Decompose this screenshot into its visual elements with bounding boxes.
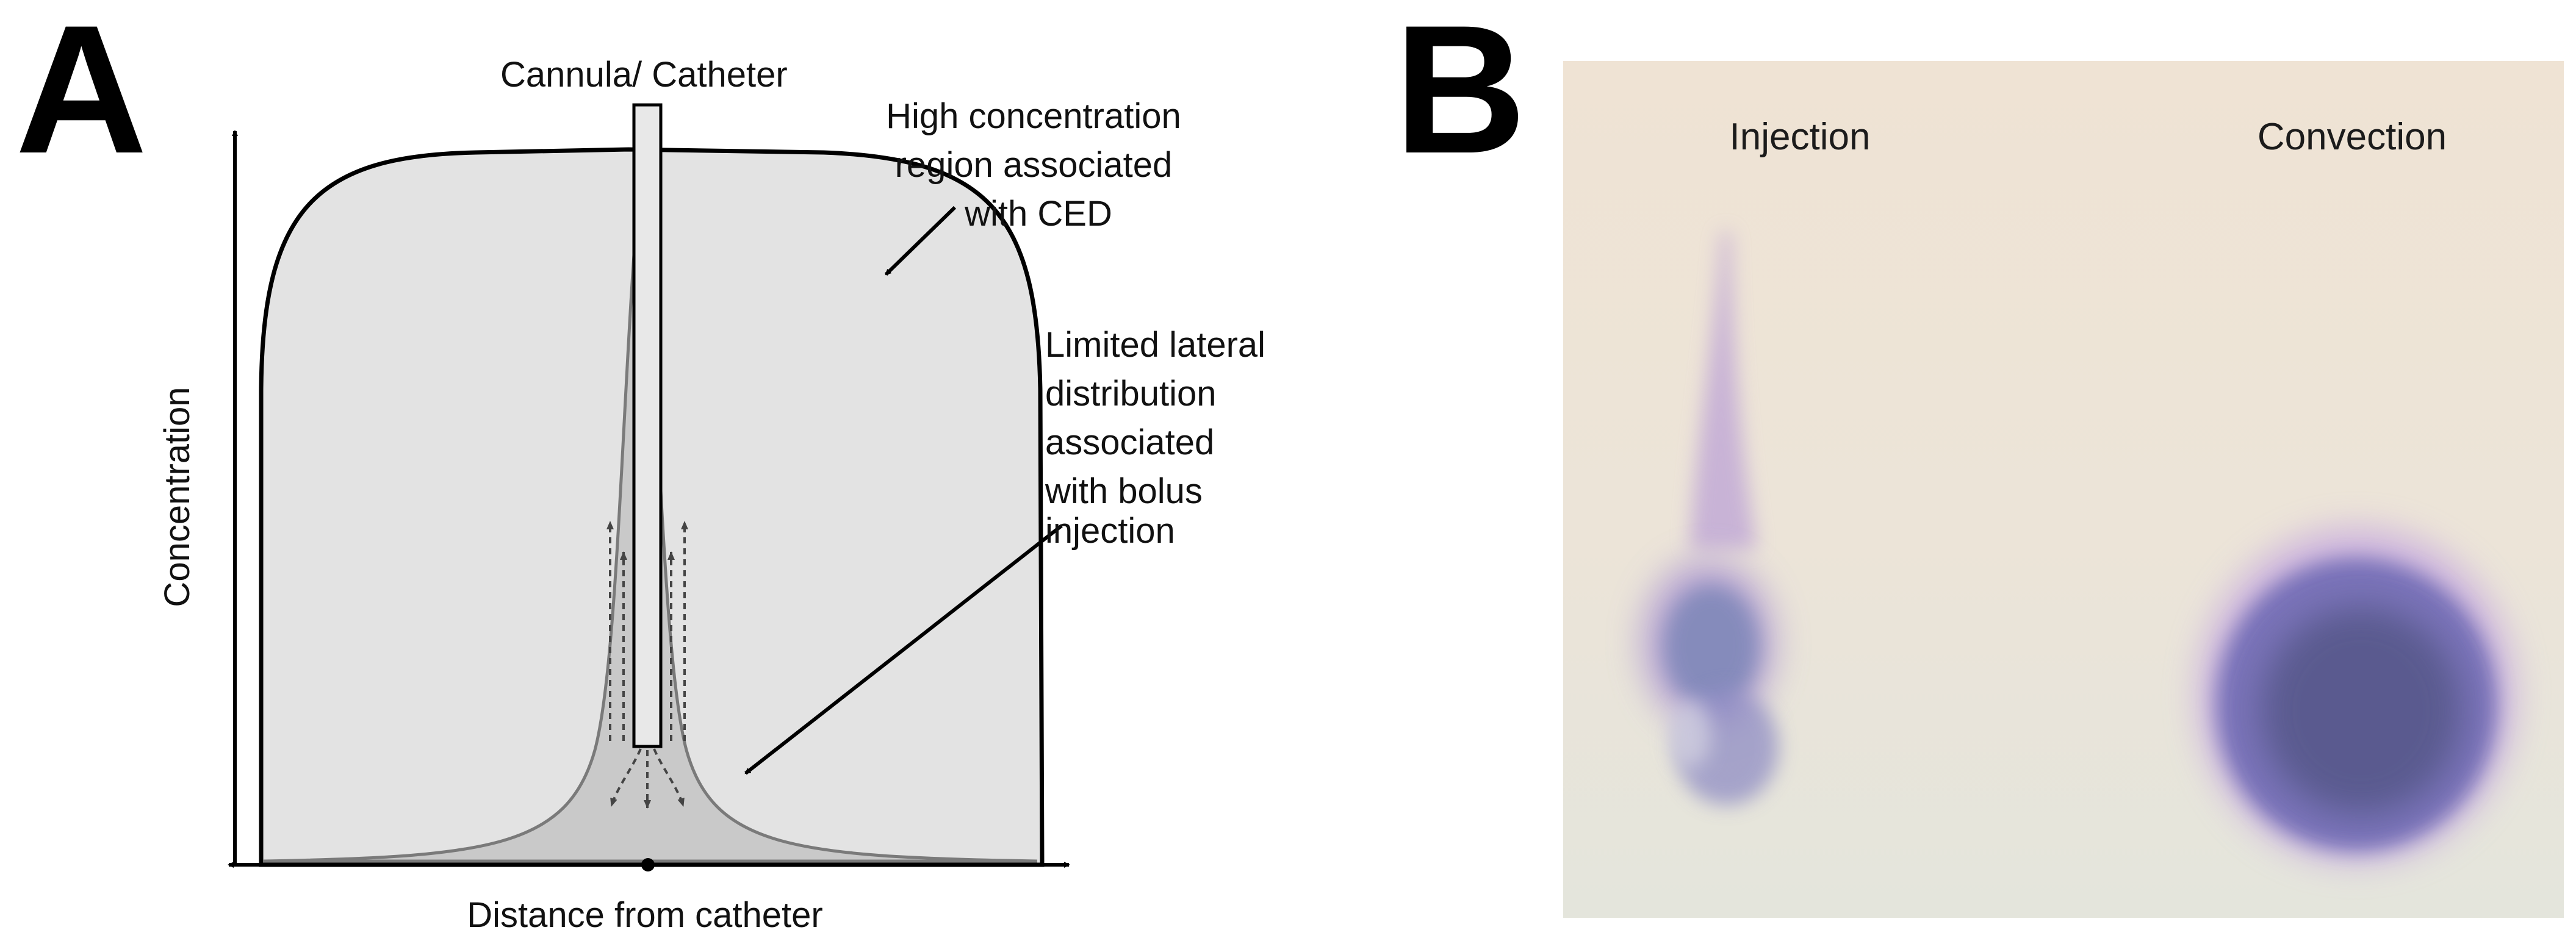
bolus-leader-arrow bbox=[744, 524, 1063, 775]
convection-label: Convection bbox=[2258, 116, 2447, 158]
cannula-label: Cannula/ Catheter bbox=[500, 55, 788, 95]
panel-a-letter: A bbox=[15, 0, 148, 191]
bolus-label-line-2: distribution bbox=[1045, 374, 1216, 413]
injection-label: Injection bbox=[1730, 116, 1871, 158]
panel-a: A Cannula/ Catheter High concentration bbox=[15, 0, 1275, 935]
bolus-label-line-5: injection bbox=[1045, 511, 1175, 551]
ced-leader-arrow bbox=[884, 206, 957, 276]
ced-label-line-3: with CED bbox=[964, 194, 1112, 234]
bolus-label-line-3: associated bbox=[1045, 423, 1214, 462]
y-axis-label: Concentration bbox=[157, 387, 197, 607]
ced-label: High concentration region associated wit… bbox=[886, 96, 1191, 234]
flow-arrows bbox=[606, 521, 688, 809]
x-axis-label: Distance from catheter bbox=[467, 895, 822, 935]
bolus-label-line-4: with bolus bbox=[1045, 471, 1203, 511]
panel-b-letter: B bbox=[1394, 0, 1527, 191]
origin-dot bbox=[641, 858, 655, 871]
bolus-label-line-1: Limited lateral bbox=[1045, 325, 1265, 365]
panel-b: B Injection Convection bbox=[1394, 0, 2564, 918]
photo: Injection Convection bbox=[1563, 61, 2564, 918]
ced-label-line-2: region associated bbox=[895, 145, 1173, 185]
catheter-rect bbox=[632, 103, 663, 748]
bolus-label: Limited lateral distribution associated … bbox=[1045, 325, 1275, 551]
ced-label-line-1: High concentration bbox=[886, 96, 1181, 136]
